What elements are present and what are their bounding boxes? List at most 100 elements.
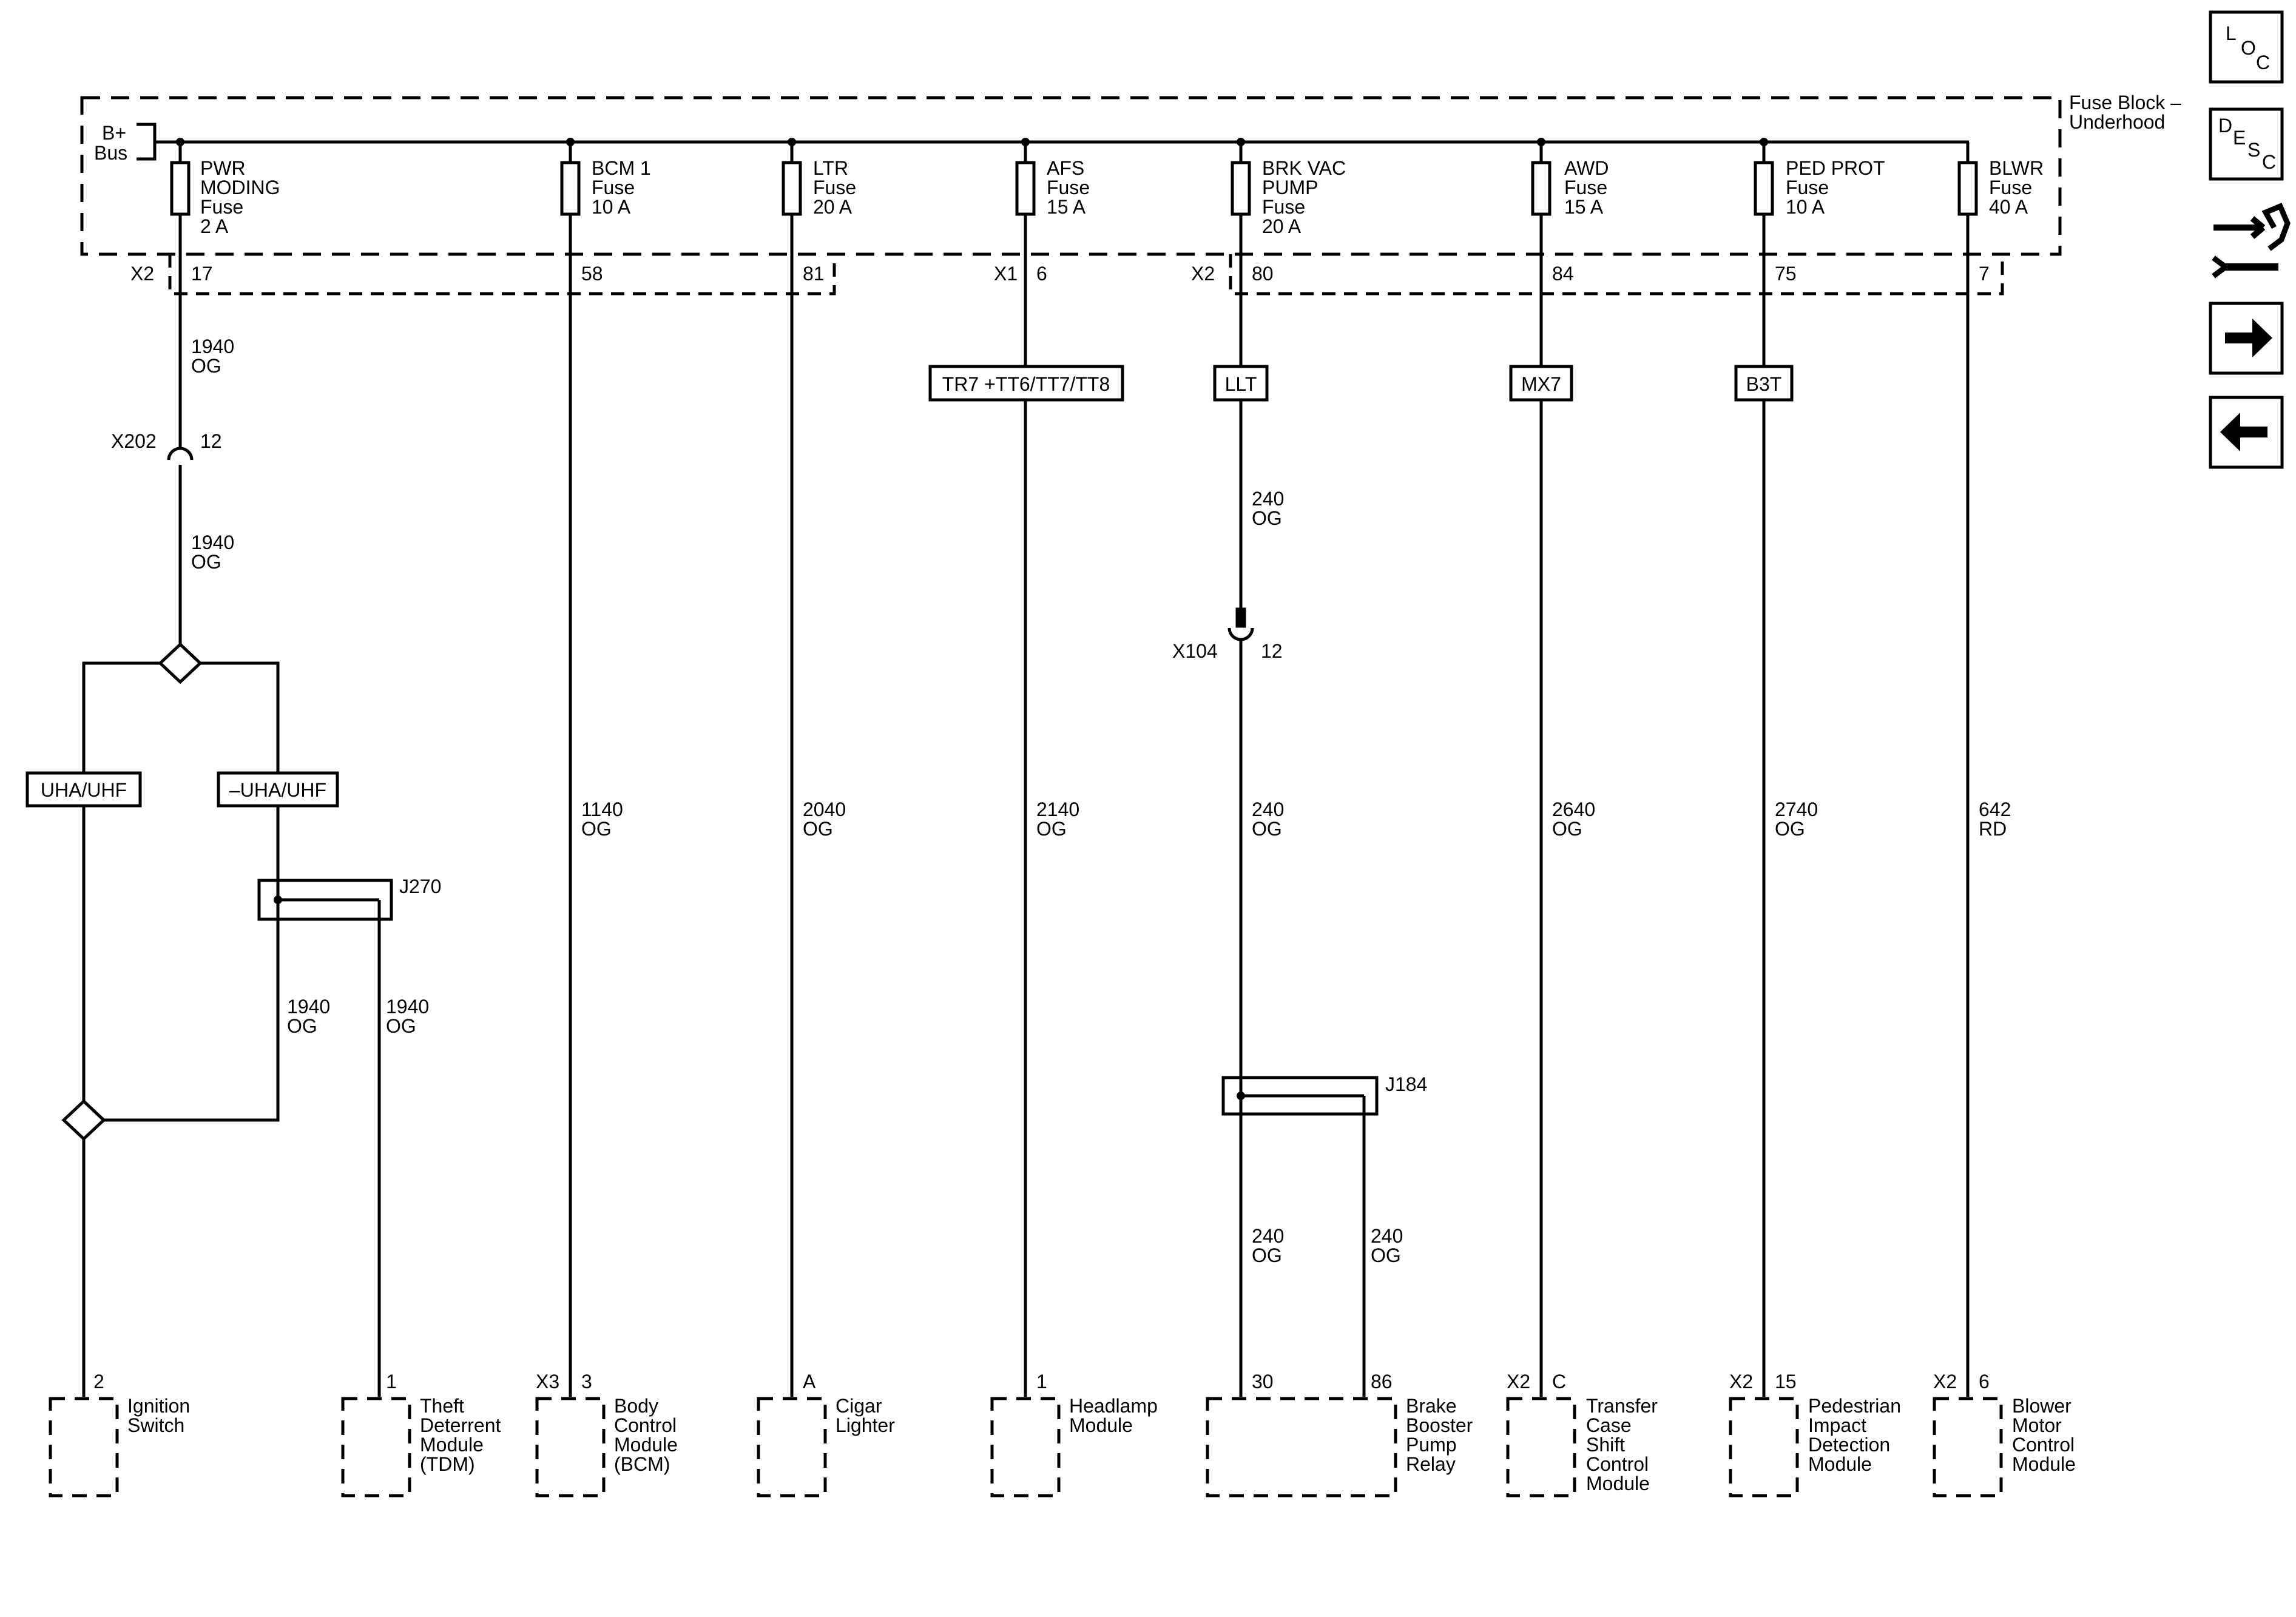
previous-page-button[interactable] xyxy=(2209,396,2284,469)
svg-text:BRK VAC: BRK VAC xyxy=(1262,157,1346,179)
svg-text:Control: Control xyxy=(1586,1453,1649,1475)
option-box-mx7 xyxy=(1509,365,1573,402)
svg-text:AFS: AFS xyxy=(1047,157,1084,179)
fuse-label-2: BCM 1 Fuse 10 A xyxy=(592,157,651,218)
splice-j184 xyxy=(1221,1076,1379,1116)
svg-text:OG: OG xyxy=(191,355,221,377)
option-box-not-uha xyxy=(217,771,339,808)
component-box-pedestrian-impact xyxy=(1729,1397,1799,1497)
option-not-uha: –UHA/UHF xyxy=(229,779,326,801)
option-mx7: MX7 xyxy=(1521,373,1561,395)
svg-text:OG: OG xyxy=(386,1015,416,1037)
fuse-awd xyxy=(1531,161,1551,216)
svg-text:642: 642 xyxy=(1979,798,2011,820)
svg-text:20 A: 20 A xyxy=(1262,215,1302,237)
svg-text:X202: X202 xyxy=(111,430,157,452)
option-box-b3t xyxy=(1734,365,1794,402)
option-uha: UHA/UHF xyxy=(41,779,127,801)
svg-text:C: C xyxy=(2256,52,2270,73)
bus-bracket xyxy=(137,123,157,161)
svg-text:Module: Module xyxy=(1808,1453,1872,1475)
svg-text:C: C xyxy=(1552,1371,1566,1393)
svg-text:Fuse: Fuse xyxy=(1989,177,2032,198)
svg-text:X2: X2 xyxy=(1507,1371,1530,1393)
fuse-label-4: AFS Fuse 15 A xyxy=(1047,157,1090,218)
component-brake-booster-pump-relay: 30 86 Brake Booster Pump Relay xyxy=(1252,1371,1473,1475)
fuse-pwr-moding xyxy=(170,161,191,216)
splice-diamond-bottom xyxy=(61,1099,106,1141)
splice-j270 xyxy=(257,879,393,921)
fuse-label-7: PED PROT Fuse 10 A xyxy=(1786,157,1885,218)
option-box-uha xyxy=(25,771,142,808)
svg-text:81: 81 xyxy=(803,263,825,285)
svg-text:2 A: 2 A xyxy=(200,215,229,237)
svg-text:Booster: Booster xyxy=(1406,1414,1473,1436)
svg-text:Module: Module xyxy=(614,1434,678,1456)
svg-text:15 A: 15 A xyxy=(1047,196,1086,218)
diagnostic-connector-icon[interactable] xyxy=(2212,203,2291,279)
svg-text:Cigar: Cigar xyxy=(836,1395,882,1417)
component-theft-deterrent-module: 1 Theft Deterrent Module (TDM) xyxy=(386,1371,501,1475)
svg-text:PUMP: PUMP xyxy=(1262,177,1318,198)
svg-text:OG: OG xyxy=(1252,507,1282,529)
bus-junction-dots xyxy=(176,138,1768,1100)
loc-button[interactable]: L O C xyxy=(2209,10,2284,84)
next-page-button[interactable] xyxy=(2209,302,2284,375)
svg-text:20 A: 20 A xyxy=(813,196,853,218)
svg-text:BLWR: BLWR xyxy=(1989,157,2044,179)
svg-text:Pump: Pump xyxy=(1406,1434,1457,1456)
desc-button[interactable]: D E S C xyxy=(2209,107,2284,181)
svg-text:OG: OG xyxy=(581,818,612,840)
svg-text:1940: 1940 xyxy=(386,996,429,1018)
svg-text:1: 1 xyxy=(386,1371,397,1393)
fuse-bcm1 xyxy=(560,161,581,216)
svg-text:Deterrent: Deterrent xyxy=(420,1414,501,1436)
svg-text:15: 15 xyxy=(1775,1371,1797,1393)
svg-text:Shift: Shift xyxy=(1586,1434,1625,1456)
svg-text:X104: X104 xyxy=(1172,640,1218,662)
fuse-label-8: BLWR Fuse 40 A xyxy=(1989,157,2044,218)
svg-text:OG: OG xyxy=(191,551,221,573)
fuse-ltr xyxy=(782,161,802,216)
svg-text:BCM 1: BCM 1 xyxy=(592,157,651,179)
svg-text:Module: Module xyxy=(1586,1473,1650,1494)
svg-text:86: 86 xyxy=(1371,1371,1393,1393)
svg-text:6: 6 xyxy=(1036,263,1047,285)
svg-text:S: S xyxy=(2247,139,2260,161)
svg-text:10 A: 10 A xyxy=(1786,196,1825,218)
svg-text:Fuse: Fuse xyxy=(1786,177,1829,198)
svg-text:X2: X2 xyxy=(1191,263,1215,285)
option-labels: TR7 +TT6/TT7/TT8 LLT MX7 B3T UHA/UHF –UH… xyxy=(41,373,1781,801)
svg-text:Control: Control xyxy=(2012,1434,2075,1456)
svg-text:L: L xyxy=(2226,22,2237,44)
svg-text:Body: Body xyxy=(614,1395,658,1417)
option-b3t: B3T xyxy=(1746,373,1782,395)
svg-text:30: 30 xyxy=(1252,1371,1274,1393)
svg-text:6: 6 xyxy=(1979,1371,1990,1393)
svg-text:OG: OG xyxy=(1371,1244,1401,1266)
svg-text:Module: Module xyxy=(420,1434,484,1456)
svg-text:17: 17 xyxy=(191,263,213,285)
component-pedestrian-impact-detection-module: X2 15 Pedestrian Impact Detection Module xyxy=(1729,1371,1901,1475)
svg-text:Theft: Theft xyxy=(420,1395,464,1417)
svg-text:OG: OG xyxy=(1552,818,1582,840)
svg-text:OG: OG xyxy=(287,1015,317,1037)
component-cigar-lighter: A Cigar Lighter xyxy=(803,1371,895,1436)
svg-text:Fuse: Fuse xyxy=(813,177,856,198)
connector-x2-right-outline xyxy=(1229,254,2004,295)
svg-text:Relay: Relay xyxy=(1406,1453,1456,1475)
fuse-label-1: PWR MODING Fuse 2 A xyxy=(200,157,280,237)
svg-text:Module: Module xyxy=(1069,1414,1133,1436)
component-box-bcm xyxy=(535,1397,606,1497)
svg-text:OG: OG xyxy=(1036,818,1067,840)
svg-text:Fuse: Fuse xyxy=(1564,177,1607,198)
svg-text:Module: Module xyxy=(2012,1453,2076,1475)
svg-text:AWD: AWD xyxy=(1564,157,1609,179)
svg-text:OG: OG xyxy=(1775,818,1805,840)
svg-text:(TDM): (TDM) xyxy=(420,1453,475,1475)
svg-text:E: E xyxy=(2233,127,2246,149)
svg-text:Transfer: Transfer xyxy=(1586,1395,1658,1417)
svg-text:Headlamp: Headlamp xyxy=(1069,1395,1158,1417)
option-box-llt xyxy=(1213,365,1269,402)
component-box-cigar-lighter xyxy=(757,1397,827,1497)
